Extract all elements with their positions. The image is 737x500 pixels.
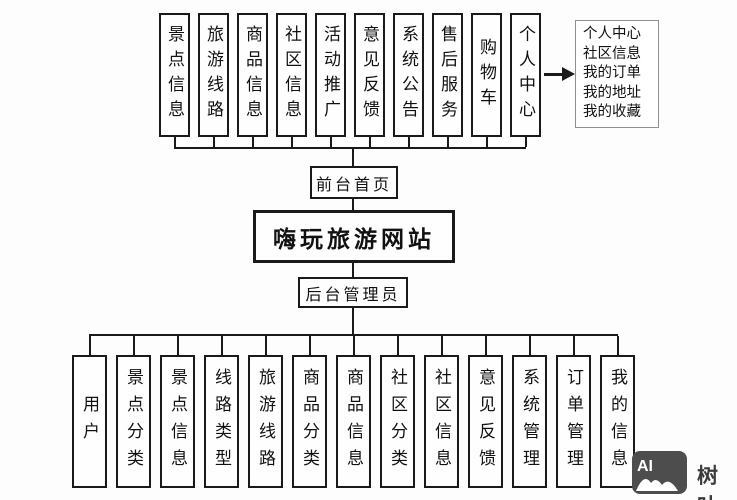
front-module-activity-promotion: 活动推广 [315,13,346,137]
front-module-label: 系统公告 [399,25,418,125]
back-module-label: 景点信息 [168,367,187,476]
back-module-label: 社区分类 [388,367,407,476]
detail-line: 我的地址 [583,84,641,101]
front-module-label: 旅游线路 [204,25,223,125]
back-module-feedback: 意见反馈 [468,355,503,488]
back-module-route-type: 线路类型 [204,355,239,488]
back-module-scenic-category: 景点分类 [116,355,151,488]
ai-photo-logo-icon: AI [632,451,687,494]
back-module-label: 线路类型 [212,367,231,476]
front-module-label: 个人中心 [516,25,535,125]
front-module-product-info: 商品信息 [237,13,268,137]
connector-bus-to-front-hub [352,147,354,167]
front-module-community-info: 社区信息 [276,13,307,137]
back-module-order-management: 订单管理 [556,355,591,488]
front-module-scenic-info: 景点信息 [159,13,190,137]
back-module-label: 社区信息 [432,367,451,476]
logo-ai-text: AI [637,458,653,475]
front-module-feedback: 意见反馈 [354,13,385,137]
back-admin-hub-box: 后台管理员 [298,277,408,308]
brand-watermark-text: 树叶云 [697,465,719,500]
personal-center-arrow-line [544,73,566,76]
connector-root-to-back-hub [352,262,354,278]
personal-center-detail-box: 个人中心 社区信息 我的订单 我的地址 我的收藏 [575,20,659,128]
back-module-my-info: 我的信息 [600,355,635,488]
back-module-travel-route: 旅游线路 [248,355,283,488]
back-module-scenic-info: 景点信息 [160,355,195,488]
connector-back-hub-to-bus [352,307,354,335]
detail-line: 我的收藏 [583,104,641,120]
back-module-label: 旅游线路 [256,367,275,476]
back-bus-line [89,334,618,336]
front-module-label: 商品信息 [243,25,262,125]
back-module-community-info: 社区信息 [424,355,459,488]
back-module-label: 订单管理 [564,367,583,476]
front-module-label: 意见反馈 [360,25,379,125]
back-module-product-category: 商品分类 [292,355,327,488]
front-module-after-sales: 售后服务 [432,13,463,137]
back-module-label: 系统管理 [520,367,539,476]
back-module-user: 用户 [72,355,107,488]
front-bus-line [174,147,526,149]
back-module-label: 用户 [80,394,99,449]
front-module-personal-center: 个人中心 [510,13,541,137]
detail-line: 个人中心 [583,26,641,42]
back-module-label: 我的信息 [608,367,627,476]
back-module-label: 意见反馈 [476,367,495,476]
back-modules-row: 用户 景点分类 景点信息 线路类型 旅游线路 商品分类 商品信息 社区分类 社区… [72,355,635,488]
detail-line: 社区信息 [583,45,641,62]
front-module-label: 购物车 [477,37,496,113]
site-root-box: 嗨玩旅游网站 [253,210,455,263]
front-module-label: 景点信息 [165,25,184,125]
front-modules-row: 景点信息 旅游线路 商品信息 社区信息 活动推广 意见反馈 系统公告 售后服务 … [159,13,541,137]
front-module-label: 活动推广 [321,25,340,125]
arrow-head-icon [562,67,575,81]
back-module-label: 商品分类 [300,367,319,476]
back-module-label: 景点分类 [124,367,143,476]
front-home-hub-box: 前台首页 [310,166,398,199]
back-module-system-management: 系统管理 [512,355,547,488]
front-module-cart: 购物车 [471,13,502,137]
detail-line: 我的订单 [583,65,641,81]
connector-front-hub-to-root [352,198,354,211]
back-module-label: 商品信息 [344,367,363,476]
back-module-community-category: 社区分类 [380,355,415,488]
mountain-shape [636,478,678,491]
front-module-label: 售后服务 [438,25,457,125]
front-module-travel-route: 旅游线路 [198,13,229,137]
front-module-label: 社区信息 [282,25,301,125]
front-module-system-announcement: 系统公告 [393,13,424,137]
back-module-product-info: 商品信息 [336,355,371,488]
